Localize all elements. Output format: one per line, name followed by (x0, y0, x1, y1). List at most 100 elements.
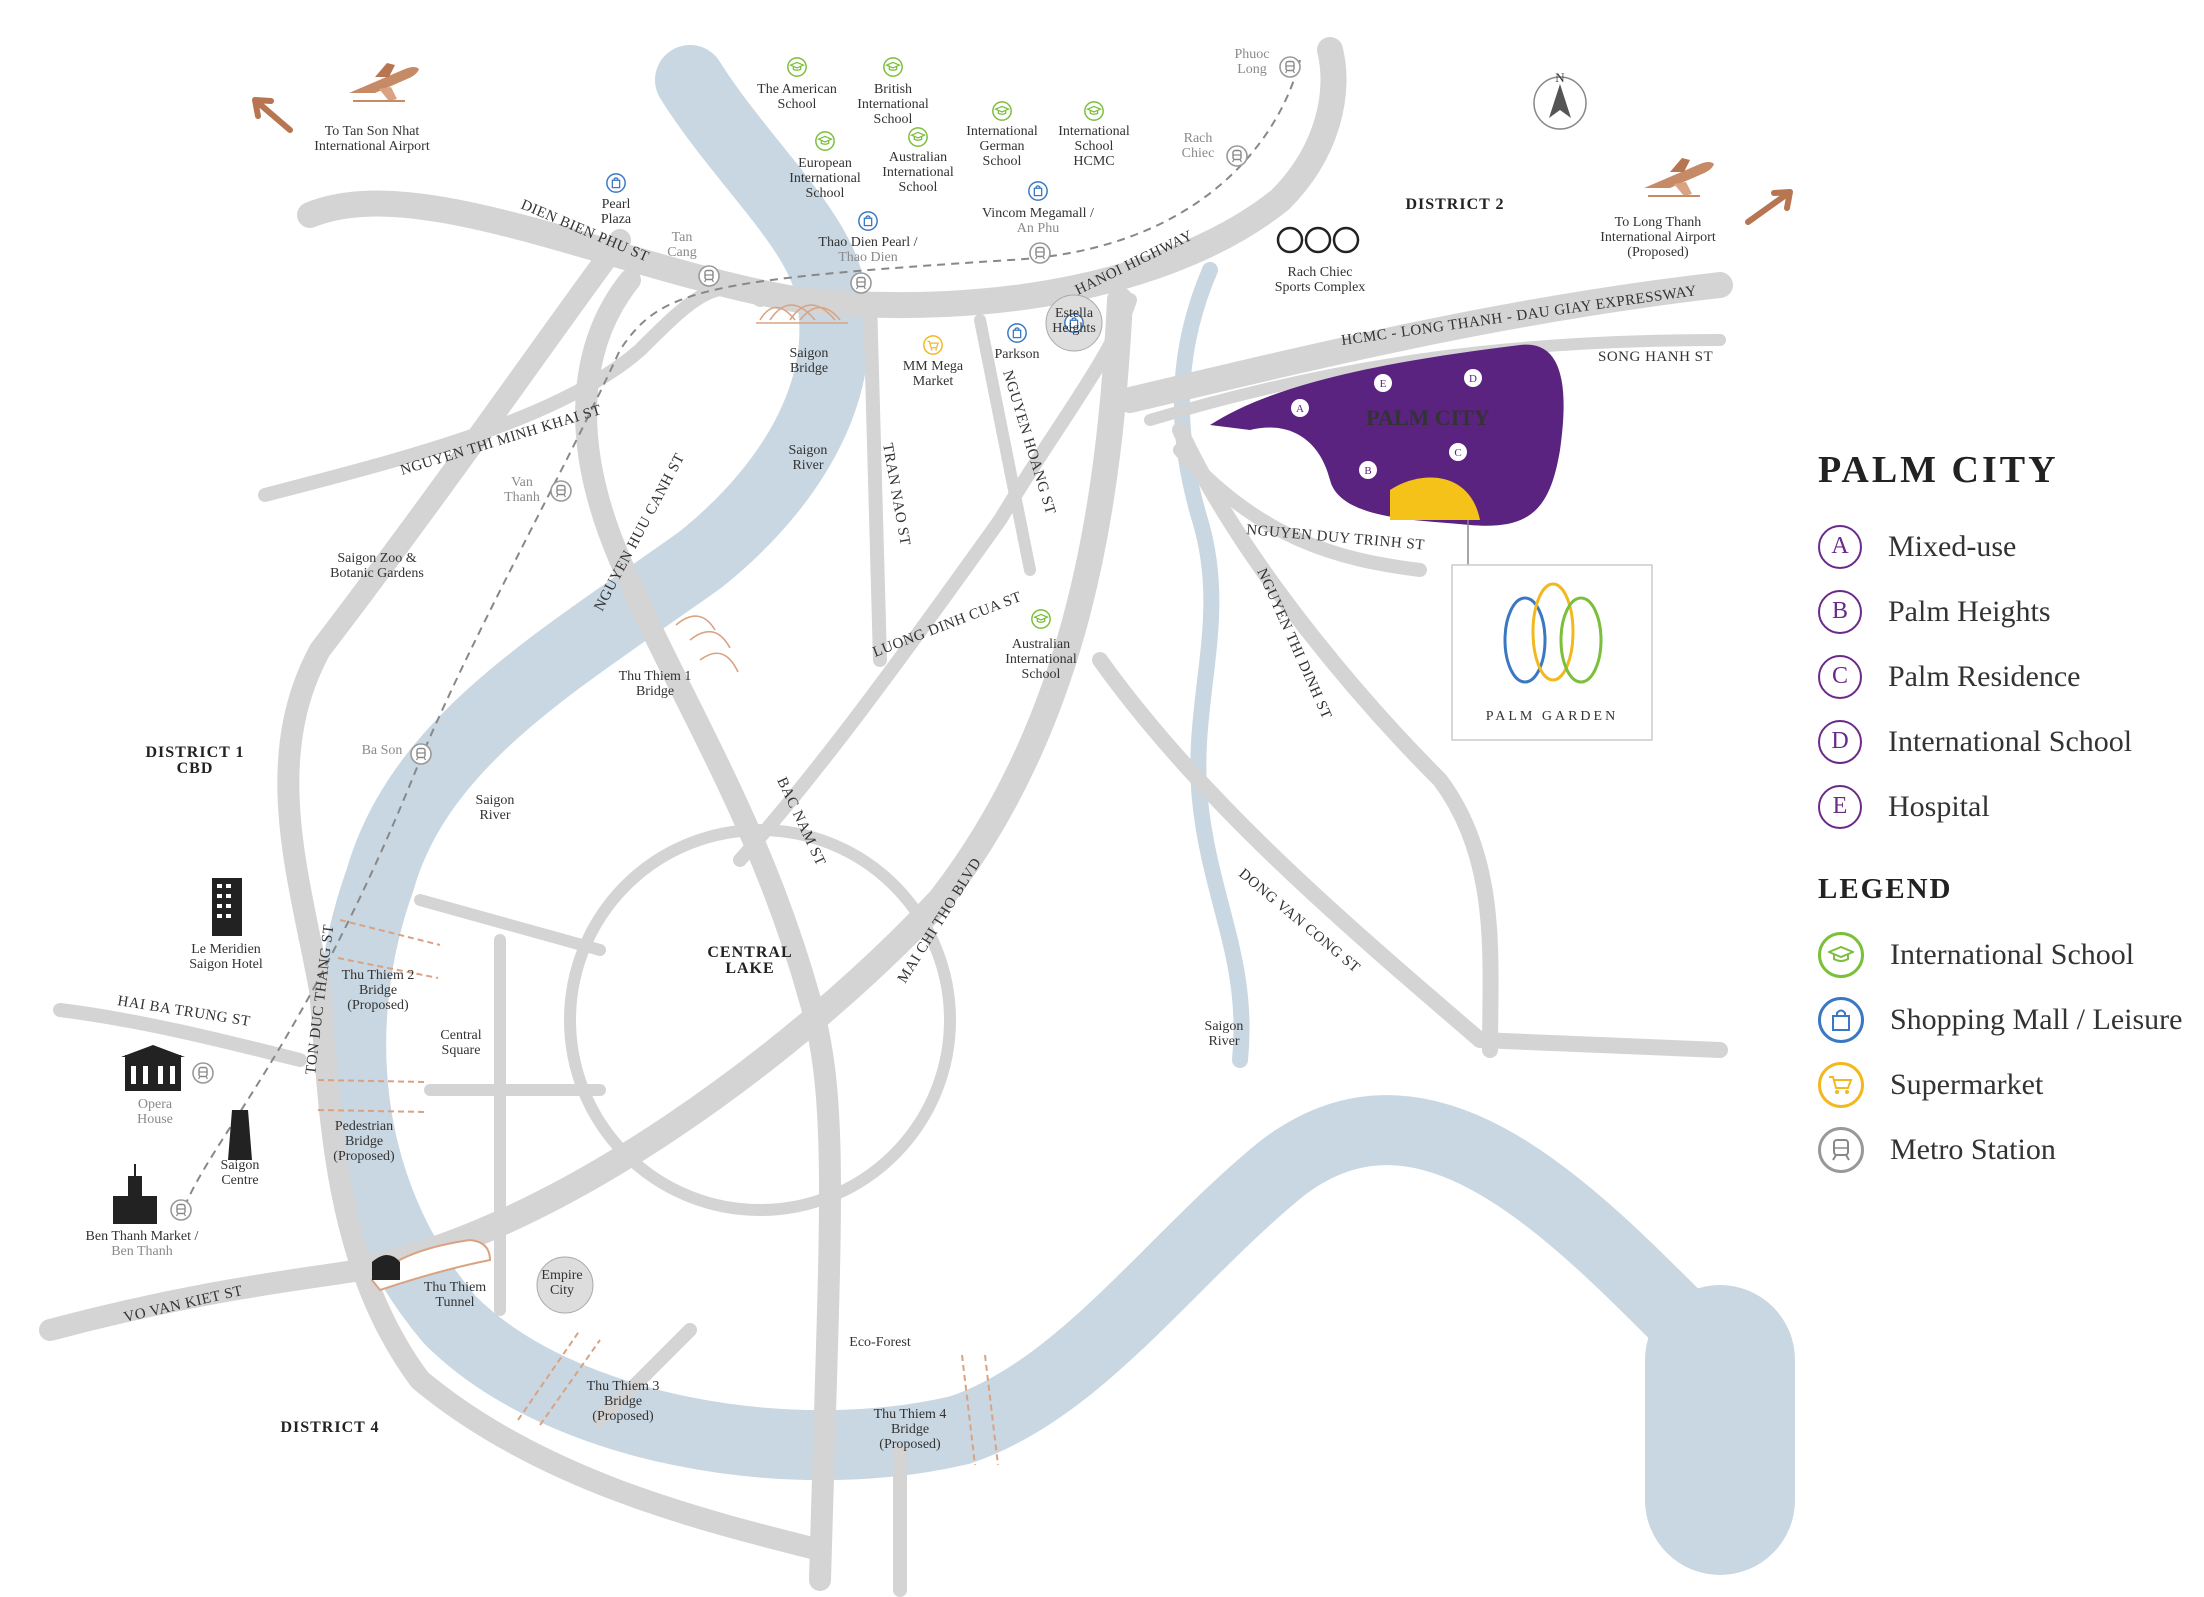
district-4-label: DISTRICT 4 (280, 1419, 379, 1436)
marker-d: D (1469, 373, 1477, 385)
australian-school-mid-icon (1031, 609, 1051, 629)
place-label-line: Bridge (790, 361, 828, 376)
place-label-line: Bridge (604, 1394, 642, 1409)
pearl-plaza-mall-icon (606, 173, 626, 193)
eco-forest-label: Eco-Forest (849, 1335, 911, 1350)
compass-label: N (1555, 70, 1565, 85)
compass-icon: N (1533, 70, 1587, 130)
australian-school-icon (908, 127, 928, 147)
place-label-line: Saigon (221, 1158, 260, 1173)
place-label-line: River (792, 458, 823, 473)
shopping-cart-icon (1818, 1061, 1864, 1108)
an-phu-metro-icon (1029, 242, 1051, 264)
british-school-icon (883, 57, 903, 77)
place-label-line: City (550, 1283, 574, 1298)
place-label-line: The American (757, 82, 837, 97)
place-label-line: Thu Thiem 3 (587, 1379, 660, 1394)
legend-item-school: International School (1818, 922, 2198, 987)
place-label-line: Australian (1012, 637, 1070, 652)
thao-dien-pearl-label: Thao Dien Pearl /Thao Dien (818, 235, 917, 265)
thao-dien-pearl-mall-icon (858, 211, 878, 231)
place-label-line: Ba Son (362, 743, 403, 758)
ba-son-metro-icon (410, 743, 432, 765)
place-label-line: (Proposed) (592, 1409, 654, 1424)
letter-e-icon: E (1818, 784, 1862, 829)
place-label-line: Central (440, 1028, 481, 1043)
arrow-long-thanh-icon (1745, 189, 1793, 225)
vincom-label: Vincom Megamall /An Phu (982, 206, 1094, 236)
place-label-line: Saigon (790, 346, 829, 361)
place-label-line: School (1075, 139, 1114, 154)
river-mouth (1650, 1300, 1720, 1500)
legend-label: Palm Residence (1888, 659, 2081, 693)
palm-city-legend-title: PALM CITY (1818, 449, 2059, 491)
van-thanh-metro-icon (550, 480, 572, 502)
place-label-line: International Airport (314, 139, 430, 154)
legend-item-mall: Shopping Mall / Leisure (1818, 987, 2198, 1052)
place-label-line: Le Meridien (191, 942, 261, 957)
palm-garden-logo-icon (1503, 582, 1603, 684)
place-label-line: Sports Complex (1275, 280, 1366, 295)
phuoc-long-metro-icon (1279, 56, 1301, 78)
place-label-line: Thao Dien Pearl / (818, 235, 917, 250)
ben-thanh-label: Ben Thanh Market /Ben Thanh (86, 1229, 199, 1259)
place-label-line: International (857, 97, 929, 112)
legend-label: Hospital (1888, 789, 1990, 823)
place-label-line: Long (1237, 62, 1267, 77)
arrow-tan-son-nhat-icon (252, 97, 293, 133)
palm-garden-parcel[interactable] (1390, 477, 1480, 520)
legend-label: Metro Station (1890, 1132, 2056, 1166)
place-label-line: (Proposed) (1627, 245, 1689, 260)
place-label-line: International (789, 171, 861, 186)
ishcmc-school-icon (1084, 101, 1104, 121)
legend-item-supermarket: Supermarket (1818, 1052, 2198, 1117)
shopping-bag-icon (1818, 996, 1864, 1043)
letter-a-icon: A (1818, 524, 1862, 569)
olympic-rings-icon (1276, 226, 1360, 254)
marker-c: C (1454, 447, 1461, 459)
place-label-line: Saigon (1205, 1019, 1244, 1034)
place-label-line: Empire (541, 1268, 582, 1283)
legend-label: Supermarket (1890, 1067, 2044, 1101)
proposed-bridges (317, 919, 999, 1466)
legend-label: Palm Heights (1888, 594, 2051, 628)
place-label-line: International Airport (1600, 230, 1716, 245)
marker-e: E (1380, 378, 1387, 390)
ben-thanh-metro-icon (170, 1199, 192, 1221)
empire-city-marker[interactable] (536, 1256, 594, 1314)
district-1-label: DISTRICT 1 (145, 744, 244, 761)
place-label-line: Centre (221, 1173, 258, 1188)
vincom-mall-icon (1028, 181, 1048, 201)
place-label-line: International (1058, 124, 1130, 139)
place-label-line: To Long Thanh (1615, 215, 1702, 230)
place-label-line: Pearl (602, 197, 631, 212)
place-label-line: Rach Chiec (1288, 265, 1353, 280)
place-label-line: (Proposed) (347, 998, 409, 1013)
thu-thiem-tunnel-icon (370, 1238, 492, 1292)
palm-city-map-label: PALM CITY (1366, 405, 1490, 430)
legend-label: International School (1888, 724, 2133, 758)
palm-city-parcel[interactable] (1210, 344, 1564, 526)
place-label-line: HCMC (1073, 154, 1114, 169)
